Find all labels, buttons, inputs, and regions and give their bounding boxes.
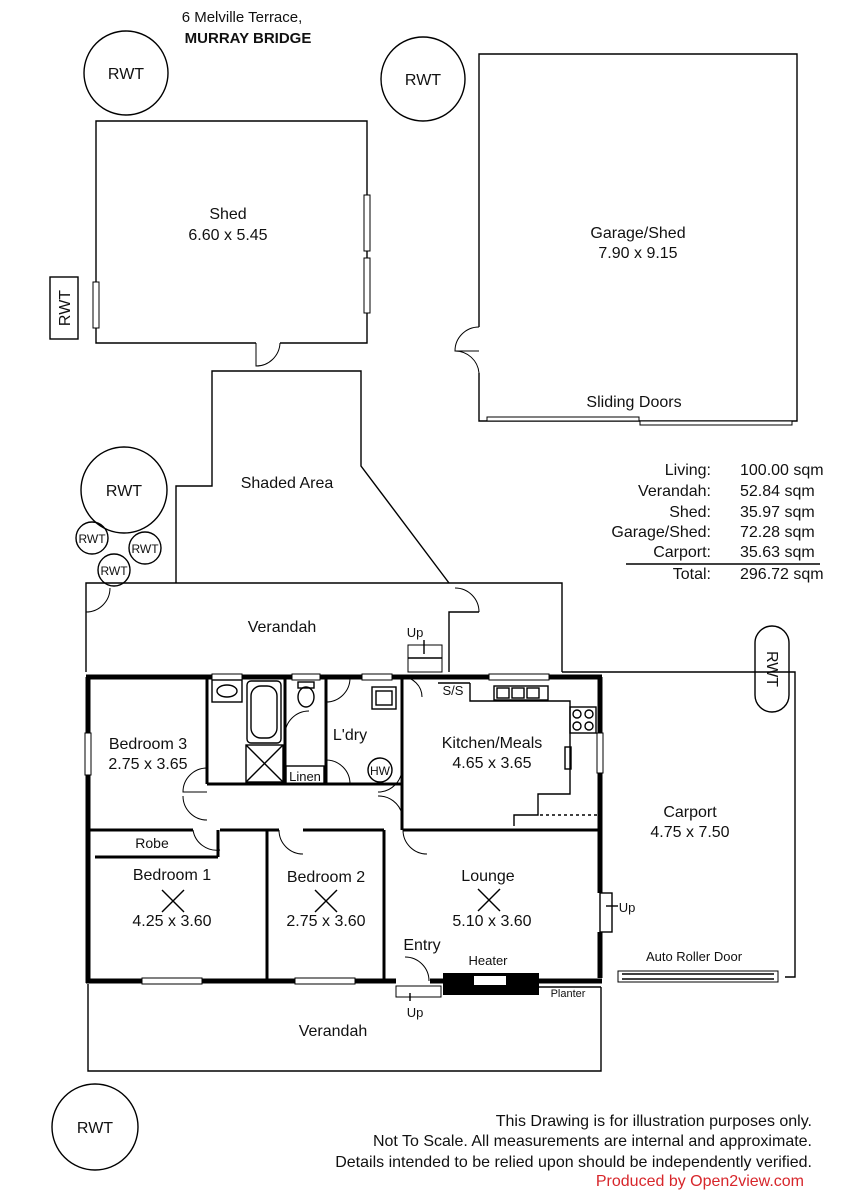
- rwt-tank-bottom-left: RWT: [51, 1083, 139, 1171]
- shed-label: Shed: [209, 206, 246, 223]
- carport-label: Carport: [663, 804, 717, 821]
- garage-doors-label: Sliding Doors: [586, 394, 681, 411]
- producer-credit: Produced by Open2view.com: [596, 1173, 804, 1190]
- area-value: 52.84 sqm: [740, 483, 815, 500]
- ss-label: S/S: [443, 683, 464, 698]
- laundry-fixtures: [285, 686, 397, 785]
- shed-outline: [92, 120, 371, 367]
- disclaimer-line-3: Details intended to be relied upon shoul…: [335, 1154, 812, 1171]
- roller-door-label: Auto Roller Door: [646, 949, 743, 964]
- garage-label: Garage/Shed: [590, 225, 685, 242]
- svg-text:RWT: RWT: [108, 66, 144, 83]
- area-value: 72.28 sqm: [740, 524, 815, 541]
- ceiling-fan-icon: [314, 889, 338, 913]
- rwt-tank-carport: RWT: [754, 625, 790, 713]
- svg-text:RWT: RWT: [100, 564, 128, 578]
- garage-outline: [454, 53, 798, 426]
- bedroom2-label: Bedroom 2: [287, 869, 365, 886]
- area-value: 35.63 sqm: [740, 544, 815, 561]
- svg-text:RWT: RWT: [77, 1120, 113, 1137]
- svg-text:RWT: RWT: [763, 651, 780, 687]
- bathroom-fixtures: [211, 679, 315, 783]
- heater-label: Heater: [468, 953, 508, 968]
- rwt-tank-small-1: RWT: [75, 521, 109, 555]
- up-label-back: Up: [407, 625, 424, 640]
- laundry-label: L'dry: [333, 727, 367, 744]
- address-suburb: MURRAY BRIDGE: [185, 30, 312, 47]
- carport-size: 4.75 x 7.50: [650, 824, 729, 841]
- area-value: 296.72 sqm: [740, 566, 824, 583]
- back-verandah-label: Verandah: [248, 619, 317, 636]
- area-label: Shed:: [669, 504, 711, 521]
- svg-text:RWT: RWT: [106, 483, 142, 500]
- area-value: 100.00 sqm: [740, 462, 824, 479]
- planter-label: Planter: [551, 988, 586, 1000]
- bedroom3-label: Bedroom 3: [109, 736, 187, 753]
- area-label: Garage/Shed:: [611, 524, 711, 541]
- back-verandah-outline: [85, 582, 563, 673]
- rwt-tank-side: RWT: [49, 276, 79, 340]
- bedroom3-size: 2.75 x 3.65: [108, 756, 187, 773]
- rwt-tank-small-3: RWT: [97, 553, 131, 587]
- entry-label: Entry: [403, 937, 440, 954]
- kitchen-fixtures: [438, 682, 597, 826]
- house-walls: [84, 673, 604, 985]
- svg-text:RWT: RWT: [405, 72, 441, 89]
- area-value: 35.97 sqm: [740, 504, 815, 521]
- rwt-tank-large-left: RWT: [80, 446, 168, 534]
- svg-text:RWT: RWT: [78, 532, 106, 546]
- shed-size: 6.60 x 5.45: [188, 227, 267, 244]
- area-table: Living: 100.00 sqm Verandah: 52.84 sqm S…: [611, 462, 823, 583]
- shaded-area-label: Shaded Area: [241, 475, 334, 492]
- area-label: Verandah:: [638, 483, 711, 500]
- robe-label: Robe: [135, 835, 169, 851]
- linen-label: Linen: [289, 769, 321, 784]
- svg-text:RWT: RWT: [57, 290, 74, 326]
- front-verandah-outline: [87, 984, 602, 1072]
- disclaimer-line-2: Not To Scale. All measurements are inter…: [373, 1133, 812, 1150]
- area-label: Living:: [665, 462, 711, 479]
- bedroom1-label: Bedroom 1: [133, 867, 211, 884]
- heater-block: [443, 973, 539, 995]
- hw-label: HW: [370, 764, 391, 778]
- ceiling-fan-icon: [477, 888, 501, 912]
- lounge-label: Lounge: [461, 868, 514, 885]
- kitchen-size: 4.65 x 3.65: [452, 755, 531, 772]
- area-label: Total:: [673, 566, 711, 583]
- svg-text:RWT: RWT: [131, 542, 159, 556]
- lounge-size: 5.10 x 3.60: [452, 913, 531, 930]
- kitchen-label: Kitchen/Meals: [442, 735, 543, 752]
- garage-size: 7.90 x 9.15: [598, 245, 677, 262]
- carport-outline: [562, 671, 796, 983]
- address-street: 6 Melville Terrace,: [182, 9, 303, 26]
- up-label-front: Up: [407, 1005, 424, 1020]
- rwt-tank-top-middle: RWT: [380, 36, 466, 122]
- front-verandah-label: Verandah: [299, 1023, 368, 1040]
- rwt-tank-top-left: RWT: [83, 30, 169, 116]
- shaded-area-outline: [175, 370, 450, 584]
- bedroom1-size: 4.25 x 3.60: [132, 913, 211, 930]
- up-label-carport: Up: [619, 900, 636, 915]
- area-label: Carport:: [653, 544, 711, 561]
- disclaimer-line-1: This Drawing is for illustration purpose…: [496, 1113, 812, 1130]
- ceiling-fan-icon: [161, 889, 185, 913]
- bedroom2-size: 2.75 x 3.60: [286, 913, 365, 930]
- rwt-tank-small-2: RWT: [128, 531, 162, 565]
